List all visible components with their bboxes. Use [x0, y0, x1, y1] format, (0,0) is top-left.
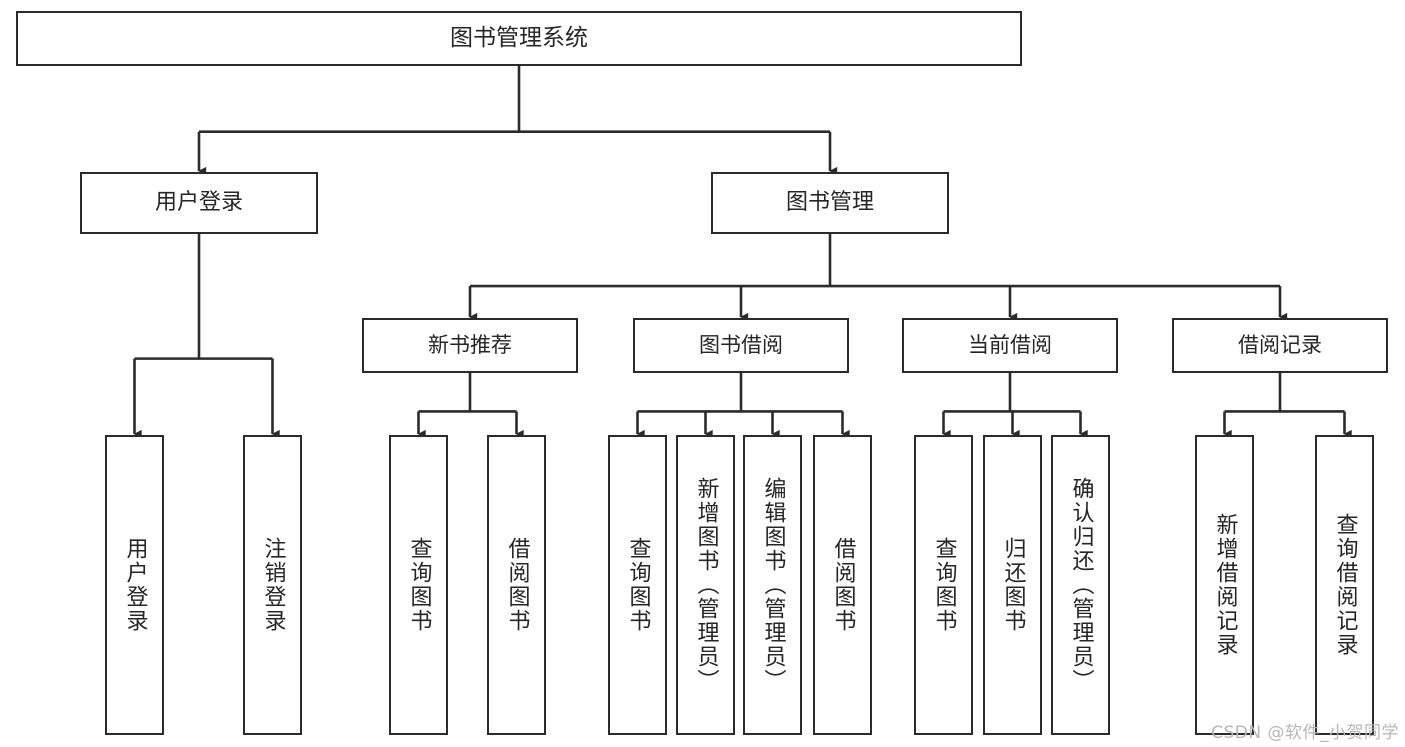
node-label: 新书推荐 [428, 333, 512, 358]
node-label: 归还图书 [1000, 537, 1026, 633]
node-borrow[interactable]: 图书借阅 [633, 318, 849, 373]
node-leaf-new-1[interactable]: 查询图书 [389, 435, 448, 735]
node-label: 确认归还（管理员） [1068, 477, 1094, 693]
node-leaf-cur-1[interactable]: 查询图书 [914, 435, 973, 735]
node-login[interactable]: 用户登录 [80, 172, 318, 234]
node-label: 图书管理 [785, 190, 874, 216]
node-label: 查询图书 [406, 537, 432, 633]
node-root[interactable]: 图书管理系统 [16, 11, 1022, 66]
node-label: 编辑图书（管理员） [760, 477, 786, 693]
node-label: 图书管理系统 [450, 24, 588, 51]
node-current[interactable]: 当前借阅 [902, 318, 1118, 373]
node-leaf-login-2[interactable]: 注销登录 [243, 435, 302, 735]
node-label: 用户登录 [154, 190, 243, 216]
node-newbook[interactable]: 新书推荐 [362, 318, 578, 373]
node-leaf-bor-3[interactable]: 编辑图书（管理员） [743, 435, 802, 735]
node-label: 查询图书 [931, 537, 957, 633]
node-label: 新增图书（管理员） [693, 477, 719, 693]
node-leaf-cur-3[interactable]: 确认归还（管理员） [1051, 435, 1110, 735]
node-label: 查询图书 [625, 537, 651, 633]
node-leaf-rec-2[interactable]: 查询借阅记录 [1315, 435, 1374, 735]
node-label: 借阅图书 [504, 537, 530, 633]
node-leaf-bor-2[interactable]: 新增图书（管理员） [676, 435, 735, 735]
node-label: 当前借阅 [968, 333, 1052, 358]
node-leaf-login-1[interactable]: 用户登录 [105, 435, 164, 735]
node-leaf-bor-4[interactable]: 借阅图书 [813, 435, 872, 735]
node-label: 图书借阅 [699, 333, 783, 358]
node-label: 注销登录 [260, 537, 286, 633]
node-bookmgmt[interactable]: 图书管理 [711, 172, 949, 234]
node-label: 用户登录 [122, 537, 148, 633]
node-leaf-new-2[interactable]: 借阅图书 [487, 435, 546, 735]
node-leaf-cur-2[interactable]: 归还图书 [983, 435, 1042, 735]
node-leaf-bor-1[interactable]: 查询图书 [608, 435, 667, 735]
node-label: 查询借阅记录 [1332, 513, 1358, 657]
node-label: 新增借阅记录 [1212, 513, 1238, 657]
node-records[interactable]: 借阅记录 [1172, 318, 1388, 373]
node-label: 借阅记录 [1238, 333, 1322, 358]
node-label: 借阅图书 [830, 537, 856, 633]
node-leaf-rec-1[interactable]: 新增借阅记录 [1195, 435, 1254, 735]
